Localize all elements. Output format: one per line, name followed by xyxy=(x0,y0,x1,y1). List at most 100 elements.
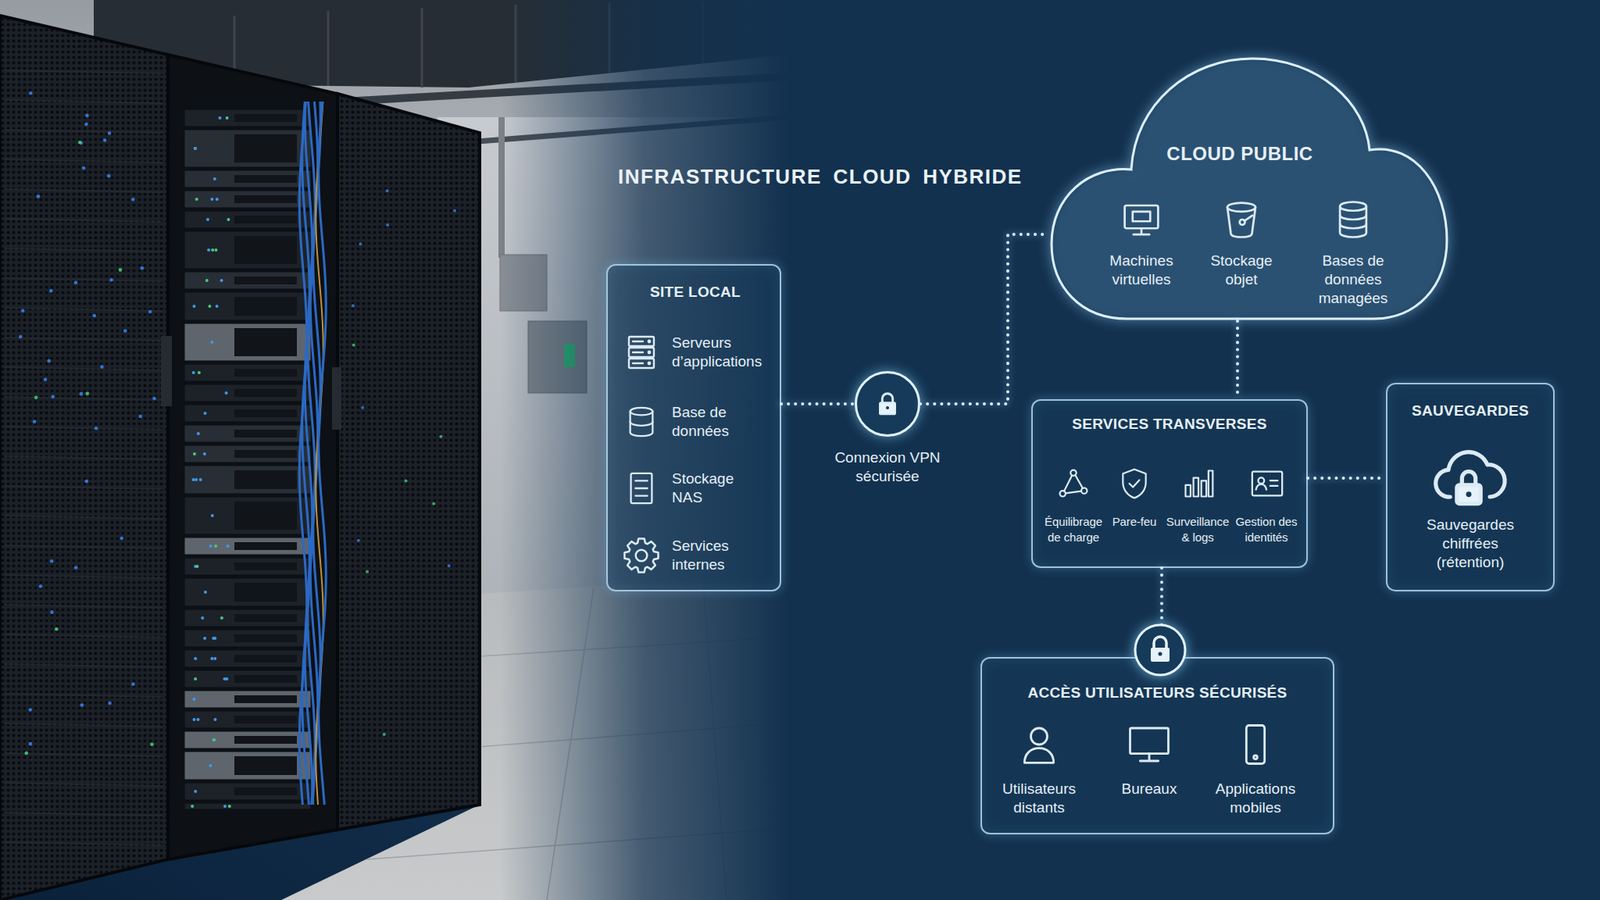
item-label: Stockage NAS xyxy=(671,469,754,508)
item-label: Bases de données managées xyxy=(1314,251,1393,308)
gear-icon xyxy=(635,550,648,562)
phone-icon xyxy=(1233,722,1278,767)
item-label: Équilibrage de charge xyxy=(1039,514,1108,545)
item-label: Sauvegardes chiffrées (rétention) xyxy=(1419,515,1522,572)
db-icon xyxy=(630,421,654,426)
bucket-icon xyxy=(1244,215,1253,222)
dbs-icon xyxy=(1339,224,1367,229)
lock-body xyxy=(1150,647,1170,662)
server-icon xyxy=(622,333,661,372)
lock-keyhole xyxy=(1158,652,1163,657)
idcard-icon xyxy=(1249,465,1286,502)
item-label: Surveillance & logs xyxy=(1162,514,1233,545)
doc-icon xyxy=(631,473,653,504)
server-icon xyxy=(632,362,643,365)
server-icon xyxy=(628,358,654,368)
server-icon xyxy=(628,347,654,358)
idcard-icon xyxy=(1270,485,1279,487)
server-icon xyxy=(632,351,643,354)
cloudlock-icon xyxy=(1457,485,1481,504)
lock-badge xyxy=(1135,625,1186,675)
desktop-icon xyxy=(1127,722,1172,767)
gear-icon xyxy=(621,535,661,575)
lock-badge xyxy=(1135,625,1186,675)
bars-icon xyxy=(1208,471,1214,497)
bucket-icon xyxy=(1220,198,1263,241)
user-icon xyxy=(1024,748,1054,764)
dotted-connector xyxy=(1235,321,1240,400)
box-heading: SITE LOCAL xyxy=(607,282,783,302)
box-heading: SERVICES TRANSVERSES xyxy=(1032,414,1307,434)
backup-box: SAUVEGARDES Sauvegardes chiffrées (rétent… xyxy=(1385,382,1555,592)
bucket-icon xyxy=(1227,207,1256,237)
phone-icon xyxy=(1246,725,1265,765)
server-icon xyxy=(648,351,650,354)
item-label: Services internes xyxy=(671,536,754,575)
vpn-label: Connexion VPN sécurisée xyxy=(809,448,966,486)
user-icon xyxy=(1031,728,1048,745)
item-label: Bureaux xyxy=(1106,779,1193,799)
shield-icon xyxy=(1117,466,1152,501)
cloud-shape: CLOUD PUBLICMachines virtuellesStockage … xyxy=(1049,56,1450,322)
desktop-icon xyxy=(1148,753,1151,761)
bars-icon xyxy=(1181,466,1216,501)
db-icon xyxy=(623,403,660,440)
server-icon xyxy=(648,340,650,343)
diagram-title: INFRASTRUCTURE CLOUD HYBRIDE xyxy=(617,164,1023,190)
monitor-icon xyxy=(1133,233,1150,236)
user-icon xyxy=(1017,722,1061,767)
doc-icon xyxy=(635,494,647,497)
cloud-outline xyxy=(1051,58,1447,319)
phone-icon xyxy=(1253,755,1258,760)
item-label: Applications mobiles xyxy=(1204,779,1307,818)
bucket-icon xyxy=(1227,203,1256,212)
cloud-heading: CLOUD PUBLIC xyxy=(1122,142,1358,166)
access-box: ACCÈS UTILISATEURS SÉCURISÉS Utilisateurs… xyxy=(980,657,1335,835)
dbs-icon xyxy=(1339,206,1367,237)
box-heading: SAUVEGARDES xyxy=(1387,401,1554,421)
lock-icon xyxy=(885,406,890,410)
item-label: Pare-feu xyxy=(1107,514,1162,530)
server-icon xyxy=(632,340,643,343)
desktop-icon xyxy=(1139,760,1158,763)
cloudlock-icon xyxy=(1466,491,1472,497)
network-icon xyxy=(1075,475,1083,489)
item-label: Base de données xyxy=(671,403,754,441)
services-box: SERVICES TRANSVERSES Équilibrage de charg… xyxy=(1031,399,1308,568)
lock-icon xyxy=(871,388,904,420)
lock-icon xyxy=(879,402,896,415)
cloudlock-icon xyxy=(1428,435,1510,518)
db-icon xyxy=(630,411,654,437)
bars-icon xyxy=(1185,485,1191,497)
network-icon xyxy=(1064,475,1072,491)
item-label: Gestion des identités xyxy=(1229,514,1304,545)
item-label: Utilisateurs distants xyxy=(992,779,1086,818)
dbs-icon xyxy=(1332,198,1375,241)
doc-icon xyxy=(635,479,647,482)
bars-icon xyxy=(1201,480,1207,497)
network-icon xyxy=(1056,466,1091,501)
lock-shackle xyxy=(1153,636,1167,648)
dbs-icon xyxy=(1339,214,1367,220)
monitor-icon xyxy=(1120,198,1163,241)
bars-icon xyxy=(1193,478,1199,497)
doc-icon xyxy=(623,470,660,507)
dotted-connector xyxy=(1307,476,1386,480)
idcard-icon xyxy=(1270,479,1279,482)
item-label: Machines virtuelles xyxy=(1094,251,1189,290)
server-icon xyxy=(628,336,654,347)
vpn-circle: Connexion VPN sécurisée xyxy=(854,371,921,437)
dotted-connector xyxy=(920,234,1050,404)
dbs-icon xyxy=(1339,202,1367,211)
server-icon xyxy=(648,362,650,365)
box-heading: ACCÈS UTILISATEURS SÉCURISÉS xyxy=(982,683,1333,703)
lock-icon xyxy=(882,393,893,404)
dotted-connector xyxy=(781,402,855,406)
item-label: Serveurs d’applications xyxy=(671,333,782,372)
site-box: SITE LOCAL Serveurs d’applicationsBase de… xyxy=(606,264,782,592)
monitor-icon xyxy=(1125,205,1159,229)
network-icon xyxy=(1065,491,1082,494)
